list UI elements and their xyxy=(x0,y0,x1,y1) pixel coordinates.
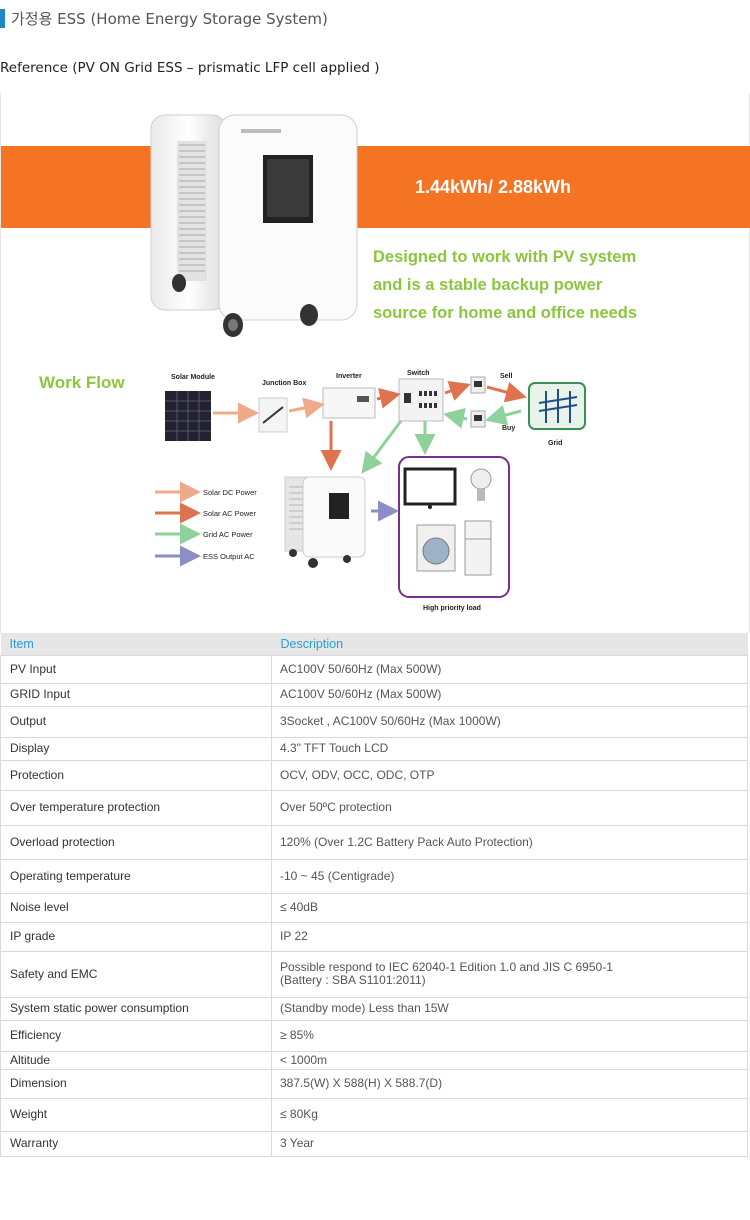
item-cell: Noise level xyxy=(0,892,272,923)
sell-meter-image xyxy=(470,376,486,394)
table-row: Operating temperature-10 ~ 45 (Centigrad… xyxy=(0,858,748,894)
high-priority-load-box xyxy=(398,456,510,598)
legend-arrows xyxy=(155,481,201,567)
table-row: Efficiency≥ 85% xyxy=(0,1019,748,1052)
value-cell: Possible respond to IEC 62040-1 Edition … xyxy=(271,950,748,998)
value-cell: 4.3" TFT Touch LCD xyxy=(271,736,748,761)
item-cell: PV Input xyxy=(0,654,272,684)
label-junction-box: Junction Box xyxy=(262,380,307,387)
flow-arrows xyxy=(213,381,527,522)
legend-ess-output: ESS Output AC xyxy=(203,552,255,561)
inverter-image xyxy=(322,387,376,419)
label-buy: Buy xyxy=(502,425,516,432)
label-high-priority-load: High priority load xyxy=(423,605,481,612)
item-cell: Weight xyxy=(0,1097,272,1132)
legend-solar-dc: Solar DC Power xyxy=(203,488,257,497)
item-cell: Efficiency xyxy=(0,1019,272,1052)
item-cell: Output xyxy=(0,705,272,738)
value-cell: 3 Year xyxy=(271,1130,748,1157)
header-description: Description xyxy=(271,633,748,655)
table-row: Altitude< 1000m xyxy=(0,1050,748,1070)
value-cell: ≤ 80Kg xyxy=(271,1097,748,1132)
table-header-row: Item Description xyxy=(0,633,748,655)
table-row: Safety and EMC Possible respond to IEC 62… xyxy=(0,950,748,998)
item-cell: GRID Input xyxy=(0,682,272,707)
value-cell: -10 ~ 45 (Centigrade) xyxy=(271,858,748,894)
workflow-title: Work Flow xyxy=(39,373,125,392)
value-cell: (Standby mode) Less than 15W xyxy=(271,996,748,1021)
label-switch: Switch xyxy=(407,370,430,377)
item-cell: Overload protection xyxy=(0,824,272,860)
value-cell: AC100V 50/60Hz (Max 500W) xyxy=(271,682,748,707)
label-sell: Sell xyxy=(500,373,513,380)
small-ess-image xyxy=(284,476,366,568)
value-cell: ≤ 40dB xyxy=(271,892,748,923)
switch-image xyxy=(398,378,444,422)
item-cell: Safety and EMC xyxy=(0,950,272,998)
header-item: Item xyxy=(0,633,272,655)
value-cell: 3Socket , AC100V 50/60Hz (Max 1000W) xyxy=(271,705,748,738)
item-cell: Protection xyxy=(0,759,272,791)
legend-solar-ac: Solar AC Power xyxy=(203,509,256,518)
tagline-line-3: source for home and office needs xyxy=(373,304,638,322)
value-line-2: (Battery : SBA S1101:2011) xyxy=(280,973,426,987)
tagline: Designed to work with PV system and is a… xyxy=(373,243,713,327)
orange-banner xyxy=(1,146,750,228)
reference-subtitle: Reference (PV ON Grid ESS – prismatic LF… xyxy=(0,60,380,76)
value-cell: 387.5(W) X 588(H) X 588.7(D) xyxy=(271,1068,748,1099)
value-cell: Over 50ºC protection xyxy=(271,789,748,826)
table-row: Noise level≤ 40dB xyxy=(0,892,748,923)
capacity-text: 1.44kWh/ 2.88kWh xyxy=(414,176,572,197)
item-cell: Display xyxy=(0,736,272,761)
item-cell: System static power consumption xyxy=(0,996,272,1021)
junction-box-image xyxy=(258,397,288,433)
solar-module-image xyxy=(165,391,211,441)
product-figure: 1.44kWh/ 2.88kWh Designed to work with P… xyxy=(0,93,750,633)
item-cell: Warranty xyxy=(0,1130,272,1157)
title-accent-bar xyxy=(0,8,5,28)
page-title: 가정용 ESS (Home Energy Storage System) xyxy=(0,6,328,30)
item-cell: Over temperature protection xyxy=(0,789,272,826)
value-line-1: Possible respond to IEC 62040-1 Edition … xyxy=(280,960,613,974)
page-title-text: 가정용 ESS (Home Energy Storage System) xyxy=(11,9,328,28)
label-inverter: Inverter xyxy=(336,373,362,380)
buy-meter-image xyxy=(470,410,486,428)
tagline-line-2: and is a stable backup power xyxy=(373,276,603,294)
value-cell: 120% (Over 1.2C Battery Pack Auto Protec… xyxy=(271,824,748,860)
item-cell: IP grade xyxy=(0,921,272,952)
grid-icon xyxy=(528,382,586,430)
value-cell: IP 22 xyxy=(271,921,748,952)
label-solar-module: Solar Module xyxy=(171,374,215,381)
value-cell: OCV, ODV, OCC, ODC, OTP xyxy=(271,759,748,791)
item-cell: Operating temperature xyxy=(0,858,272,894)
table-row: Weight≤ 80Kg xyxy=(0,1097,748,1132)
table-row: System static power consumption(Standby … xyxy=(0,996,748,1021)
value-cell: < 1000m xyxy=(271,1050,748,1070)
value-cell: AC100V 50/60Hz (Max 500W) xyxy=(271,654,748,684)
item-cell: Altitude xyxy=(0,1050,272,1070)
label-grid: Grid xyxy=(548,440,563,447)
legend-grid-ac: Grid AC Power xyxy=(203,530,253,539)
item-cell: Dimension xyxy=(0,1068,272,1099)
ess-cabinet-image xyxy=(150,114,358,337)
tagline-line-1: Designed to work with PV system xyxy=(373,248,637,266)
value-cell: ≥ 85% xyxy=(271,1019,748,1052)
figure-graphics xyxy=(150,114,586,598)
